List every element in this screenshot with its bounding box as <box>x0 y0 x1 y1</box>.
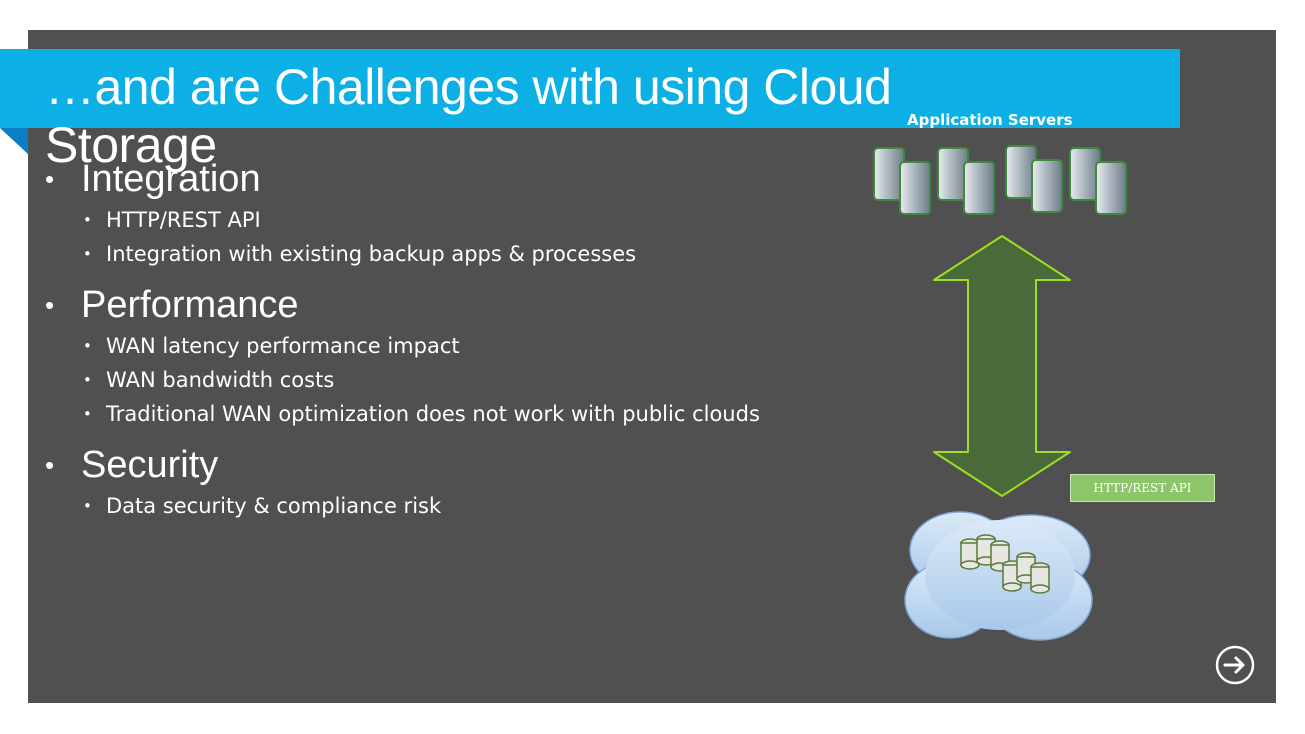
server-icon <box>873 147 931 215</box>
bullet-list: Integration HTTP/REST API Integration wi… <box>45 155 760 523</box>
bullet-item: WAN bandwidth costs <box>45 363 760 397</box>
bullet-heading-security: Security <box>45 441 760 489</box>
server-icon <box>1069 147 1127 215</box>
bullet-heading-integration: Integration <box>45 155 760 203</box>
bullet-item: WAN latency performance impact <box>45 329 760 363</box>
bullet-item: Data security & compliance risk <box>45 489 760 523</box>
title-fold-shape <box>0 128 28 154</box>
api-label-badge: HTTP/REST API <box>1070 474 1215 502</box>
server-icon <box>1005 145 1063 213</box>
bullet-item: HTTP/REST API <box>45 203 760 237</box>
bidirectional-arrow-icon <box>933 235 1071 497</box>
server-group <box>873 145 1127 215</box>
circle-arrow-right-icon[interactable] <box>1215 645 1255 685</box>
app-servers-label: Application Servers <box>907 111 1073 129</box>
database-icon <box>960 534 1050 594</box>
bullet-item: Integration with existing backup apps & … <box>45 237 760 271</box>
title-bar <box>0 49 1180 128</box>
bullet-item: Traditional WAN optimization does not wo… <box>45 397 760 431</box>
server-icon <box>937 147 995 215</box>
cloud-icon <box>904 511 1093 641</box>
bullet-heading-performance: Performance <box>45 281 760 329</box>
